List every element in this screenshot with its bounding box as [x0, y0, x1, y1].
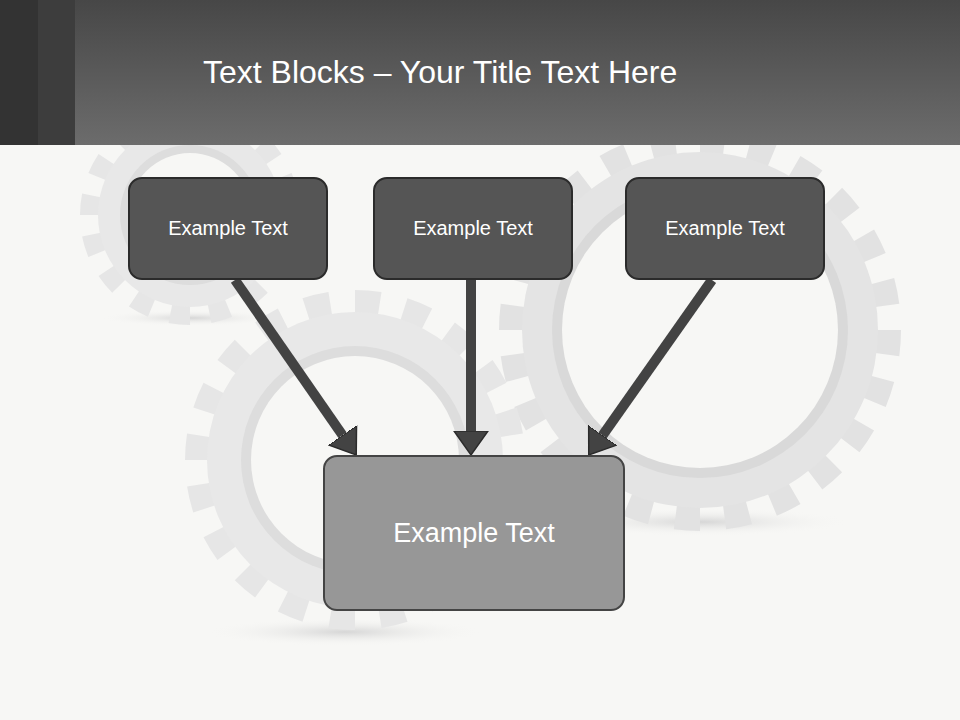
header-bar: [0, 0, 960, 145]
block-text: Example Text: [168, 217, 288, 240]
text-block: Example Text: [373, 177, 573, 280]
header-stripe: [38, 0, 75, 145]
block-text: Example Text: [413, 217, 533, 240]
arrow-connector: [235, 280, 343, 435]
slide-title: Text Blocks – Your Title Text Here: [203, 54, 677, 91]
block-text: Example Text: [393, 518, 555, 549]
arrow-connector: [466, 280, 476, 431]
arrow-connector: [603, 280, 712, 435]
header-stripe: [0, 0, 38, 145]
block-text: Example Text: [665, 217, 785, 240]
text-block: Example Text: [128, 177, 328, 280]
text-block: Example Text: [625, 177, 825, 280]
result-block: Example Text: [323, 455, 625, 611]
